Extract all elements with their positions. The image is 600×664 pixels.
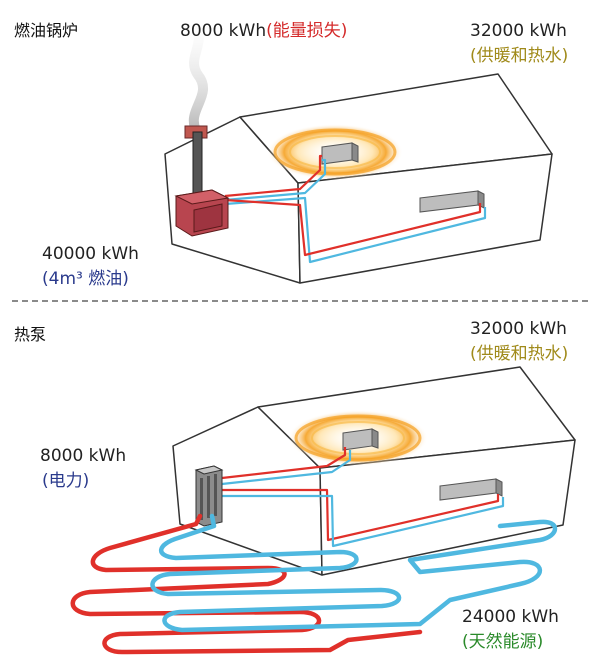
hp-nature-value: 24000 kWh — [462, 607, 559, 627]
oil-input-label: (4m³ 燃油) — [42, 269, 129, 289]
heat-pump-title: 热泵 — [14, 325, 47, 344]
hp-output-label: (供暖和热水) — [470, 344, 569, 364]
oil-boiler-house — [164, 73, 553, 284]
radiator-upper-hp — [342, 428, 379, 451]
oil-boiler-unit — [174, 189, 230, 237]
oil-output-label: (供暖和热水) — [470, 46, 569, 66]
oil-input-value: 40000 kWh — [42, 244, 139, 264]
hp-output-value: 32000 kWh — [470, 319, 567, 339]
heating-pipes-bottom — [221, 447, 505, 548]
hp-power-label: (电力) — [42, 471, 90, 491]
heat-loss-value: 8000 kWh — [180, 21, 267, 41]
heat-loss-label: (能量损失) — [266, 21, 348, 41]
heat-pump-unit — [194, 465, 224, 527]
radiator-upper — [321, 142, 359, 165]
oil-boiler-title: 燃油锅炉 — [14, 21, 79, 40]
heating-pipes-top — [224, 154, 487, 264]
hp-power-value: 8000 kWh — [40, 446, 127, 466]
ground-loop — [70, 513, 558, 655]
heat-loss-figure: 8000 kWh(能量损失) — [180, 20, 347, 42]
radiator-lower-hp — [439, 478, 503, 501]
hp-nature-label: (天然能源) — [462, 632, 544, 652]
oil-output-value: 32000 kWh — [470, 21, 567, 41]
smoke — [188, 20, 209, 135]
